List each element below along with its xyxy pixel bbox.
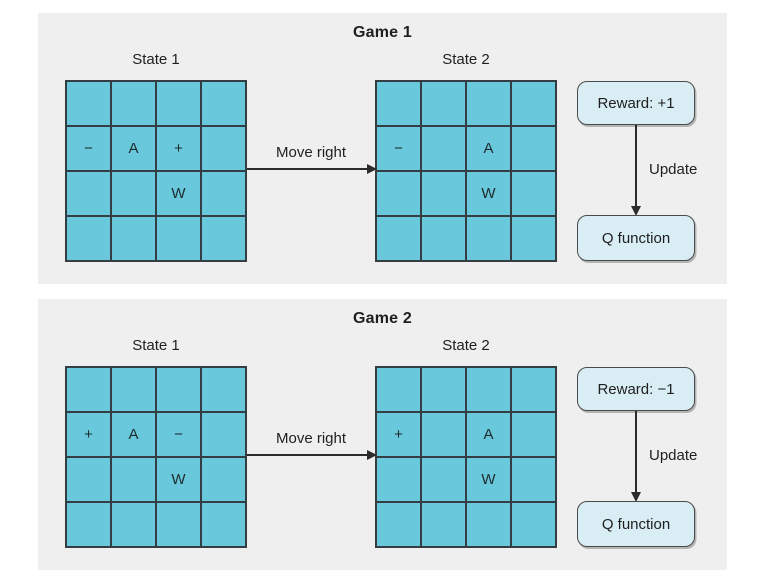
game-1-q-function-box: Q function	[577, 215, 695, 261]
grid-cell	[67, 368, 110, 411]
grid-cell	[202, 172, 245, 215]
grid-cell	[112, 82, 155, 125]
grid-cell: W	[157, 458, 200, 501]
grid-cell	[67, 217, 110, 260]
grid-cell: A	[112, 413, 155, 456]
game-1-reward-box: Reward: +1	[577, 81, 695, 125]
game-1-state-2-label: State 2	[442, 51, 490, 68]
grid-cell	[422, 413, 465, 456]
grid-cell: +	[157, 127, 200, 170]
grid-cell	[512, 458, 555, 501]
grid-cell	[467, 368, 510, 411]
game-1-state-1-label: State 1	[132, 51, 180, 68]
grid-cell	[202, 413, 245, 456]
grid-cell	[112, 172, 155, 215]
grid-cell	[422, 127, 465, 170]
grid-cell	[377, 172, 420, 215]
grid-cell	[512, 217, 555, 260]
game-1-update-label: Update	[649, 161, 698, 178]
grid-cell: W	[467, 172, 510, 215]
grid-cell	[467, 217, 510, 260]
grid-cell: −	[157, 413, 200, 456]
grid-cell	[467, 503, 510, 546]
game-1-move-right-arrow	[247, 164, 377, 174]
game-2-q-function-box: Q function	[577, 501, 695, 547]
grid-cell	[422, 503, 465, 546]
game-1-update-arrow	[631, 125, 641, 216]
grid-cell	[512, 127, 555, 170]
grid-cell: A	[467, 127, 510, 170]
grid-cell: W	[157, 172, 200, 215]
grid-cell	[377, 368, 420, 411]
grid-cell	[422, 172, 465, 215]
grid-cell	[512, 413, 555, 456]
game-2-state-1-label: State 1	[132, 337, 180, 354]
game-1-title: Game 1	[352, 24, 412, 41]
grid-cell	[512, 503, 555, 546]
grid-cell: −	[67, 127, 110, 170]
game-2-move-right-label: Move right	[275, 430, 347, 447]
game-1-state-1-grid: −A+W	[65, 80, 247, 262]
game-2-reward-box: Reward: −1	[577, 367, 695, 411]
grid-cell	[422, 82, 465, 125]
grid-cell	[67, 82, 110, 125]
grid-cell	[157, 368, 200, 411]
grid-cell	[202, 217, 245, 260]
game-2-update-label: Update	[649, 447, 698, 464]
grid-cell	[112, 368, 155, 411]
grid-cell: −	[377, 127, 420, 170]
grid-cell	[202, 503, 245, 546]
grid-cell	[377, 82, 420, 125]
grid-cell: +	[377, 413, 420, 456]
grid-cell	[377, 217, 420, 260]
grid-cell	[67, 172, 110, 215]
grid-cell	[157, 82, 200, 125]
grid-cell	[377, 458, 420, 501]
game-2-move-right-arrow	[247, 450, 377, 460]
arrow-head-icon	[631, 492, 641, 502]
grid-cell	[202, 127, 245, 170]
grid-cell	[422, 458, 465, 501]
arrow-head-icon	[367, 164, 377, 174]
arrow-head-icon	[631, 206, 641, 216]
game-1-move-right-label: Move right	[275, 144, 347, 161]
grid-cell	[422, 217, 465, 260]
grid-cell	[512, 368, 555, 411]
grid-cell	[112, 217, 155, 260]
arrow-head-icon	[367, 450, 377, 460]
grid-cell: A	[112, 127, 155, 170]
game-2-state-1-grid: +A−W	[65, 366, 247, 548]
grid-cell	[422, 368, 465, 411]
grid-cell	[202, 368, 245, 411]
grid-cell	[512, 172, 555, 215]
grid-cell	[467, 82, 510, 125]
game-2-title: Game 2	[352, 310, 412, 327]
grid-cell	[112, 458, 155, 501]
grid-cell	[157, 217, 200, 260]
game-2-update-arrow	[631, 411, 641, 502]
grid-cell	[112, 503, 155, 546]
grid-cell	[157, 503, 200, 546]
grid-cell: +	[67, 413, 110, 456]
grid-cell	[512, 82, 555, 125]
game-2-state-2-label: State 2	[442, 337, 490, 354]
grid-cell	[67, 458, 110, 501]
grid-cell: A	[467, 413, 510, 456]
grid-cell	[202, 458, 245, 501]
grid-cell	[67, 503, 110, 546]
grid-cell	[202, 82, 245, 125]
grid-cell: W	[467, 458, 510, 501]
grid-cell	[377, 503, 420, 546]
